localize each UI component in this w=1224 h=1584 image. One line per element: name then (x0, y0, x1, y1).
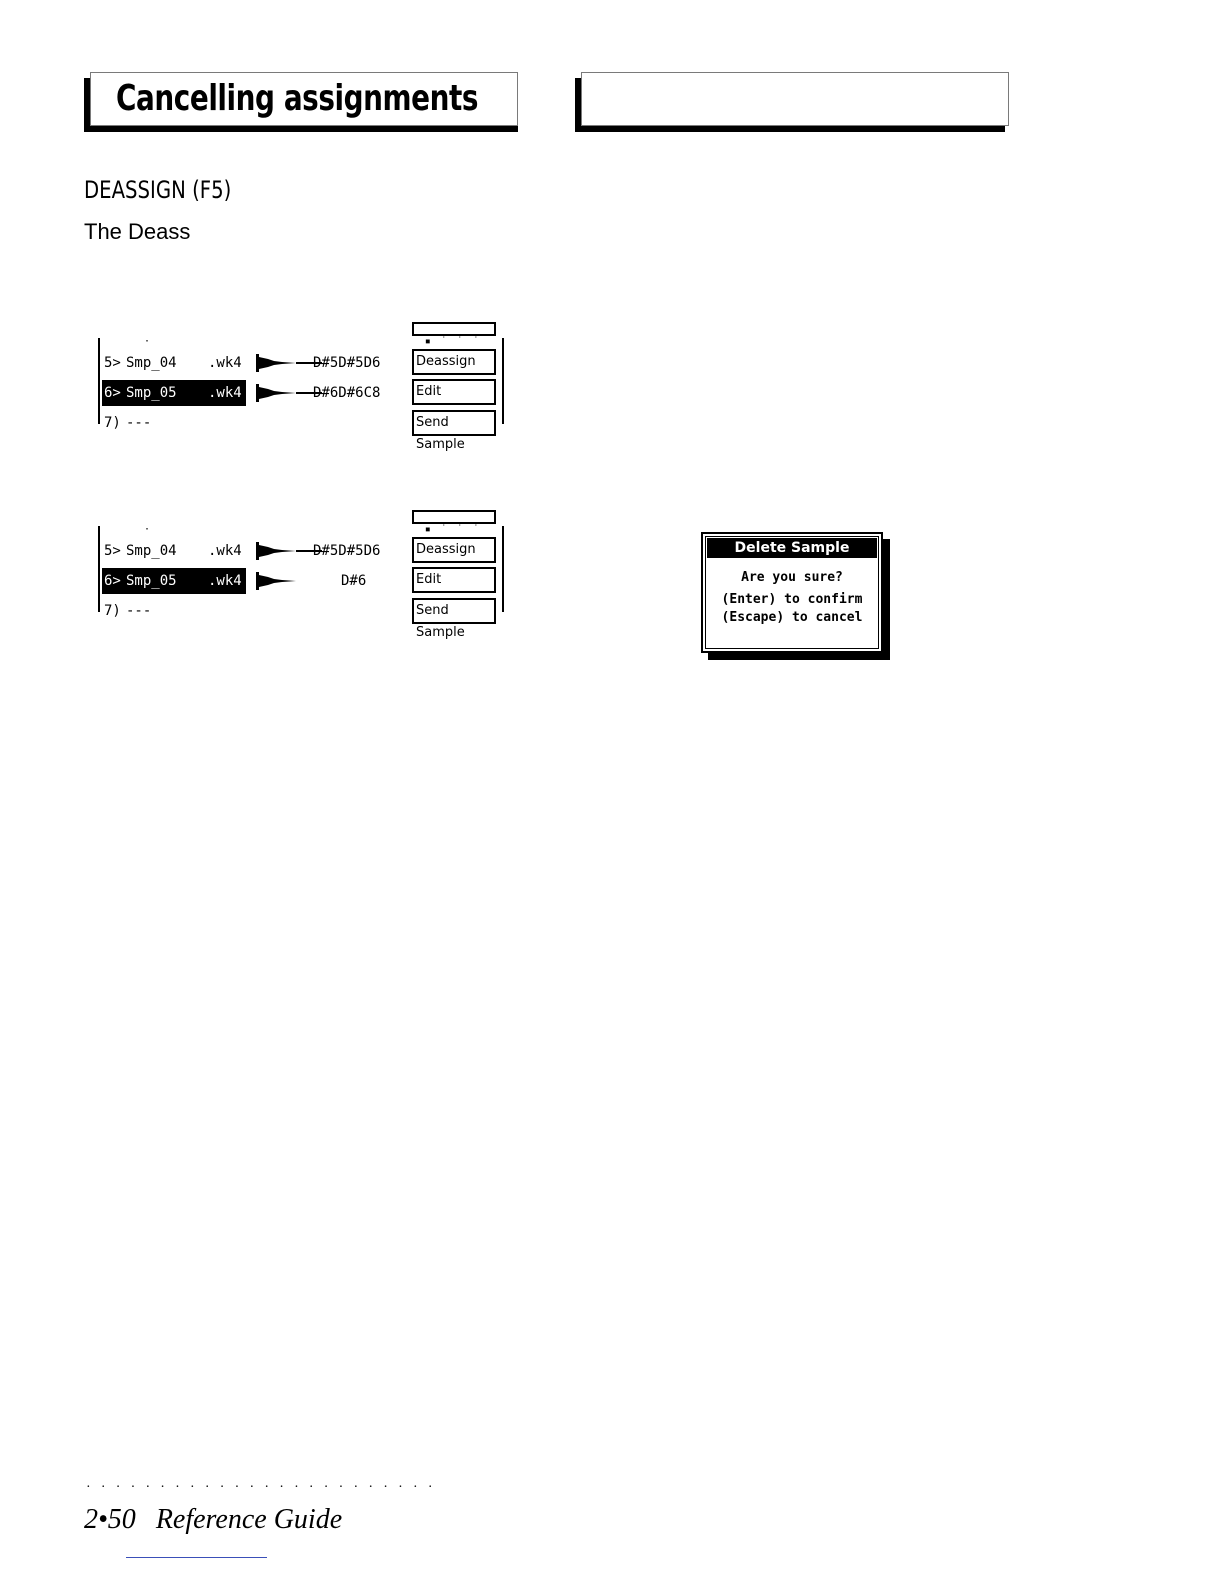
lcd-screen-before: · ▪ ˙ ˙ ˙ 5> Smp_04 .wk4 D#5D#5D6 6> Smp… (98, 322, 506, 452)
edit-button[interactable]: Edit (412, 379, 496, 405)
deassign-button[interactable]: Deassign (412, 349, 496, 375)
dialog-cancel-hint[interactable]: (Escape) to cancel (721, 610, 863, 625)
list-item-selected[interactable]: 6> Smp_05 .wk4 D#6D#6C8 (104, 384, 381, 402)
list-item[interactable]: 7) --- (104, 603, 152, 619)
dialog-confirm-hint[interactable]: (Enter) to confirm (721, 592, 863, 607)
scroll-fragment: · ▪ ˙ ˙ ˙ (144, 524, 481, 535)
page-number: 2•50 (84, 1504, 136, 1535)
scroll-fragment: · ▪ ˙ ˙ ˙ (144, 336, 481, 347)
waveform-icon (256, 354, 322, 372)
waveform-icon (256, 384, 322, 402)
footer: 2•50 Reference Guide (84, 1504, 342, 1536)
lcd-screen-after: · ▪ ˙ ˙ ˙ 5> Smp_04 .wk4 D#5D#5D6 6> Smp… (98, 510, 506, 640)
edit-button[interactable]: Edit (412, 567, 496, 593)
list-item-selected[interactable]: 6> Smp_05 .wk4 D#6 (104, 572, 367, 590)
footer-link-underline (126, 1557, 267, 1558)
softkey-fragment (412, 510, 496, 524)
subheading: DEASSIGN (F5) (84, 176, 232, 204)
waveform-icon (256, 542, 322, 560)
dialog-question: Are you sure? (741, 570, 843, 585)
list-item[interactable]: 5> Smp_04 .wk4 D#5D#5D6 (104, 354, 381, 372)
delete-sample-dialog: Delete Sample Are you sure? (Enter) to c… (701, 532, 883, 653)
deassign-button[interactable]: Deassign (412, 537, 496, 563)
list-item[interactable]: 7) --- (104, 415, 152, 431)
page-title: Cancelling assignments (116, 78, 479, 119)
footer-label: Reference Guide (155, 1504, 343, 1535)
dialog-title: Delete Sample (707, 538, 877, 558)
send-sample-button[interactable]: Send Sample (412, 598, 496, 640)
softkey-fragment (412, 322, 496, 336)
send-sample-button[interactable]: Send Sample (412, 410, 496, 452)
list-item[interactable]: 5> Smp_04 .wk4 D#5D#5D6 (104, 542, 381, 560)
waveform-icon (256, 572, 322, 590)
dotted-rule: ························ (86, 1480, 443, 1495)
intro-paragraph: The Deass (84, 219, 191, 244)
